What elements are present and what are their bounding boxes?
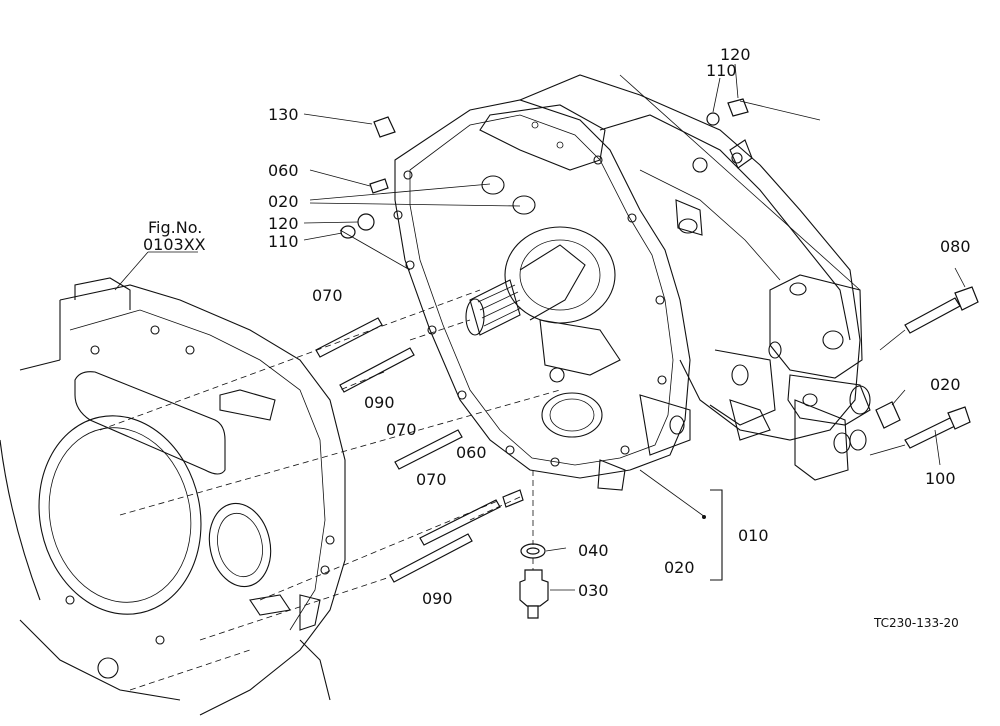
- callout-040: 040: [578, 541, 609, 560]
- callout-110: 110: [706, 61, 737, 80]
- drawing-code: TC230-133-20: [873, 616, 959, 630]
- callout-030: 030: [578, 581, 609, 600]
- flywheel-housing-drawing: [0, 277, 346, 716]
- callout-090: 090: [364, 393, 395, 412]
- callout-060: 060: [456, 443, 487, 462]
- callout-020: 020: [268, 192, 299, 211]
- callout-070: 070: [416, 470, 447, 489]
- loose-parts: [315, 98, 979, 619]
- callout-010: 010: [738, 526, 769, 545]
- callout-numbers: 130 060 020 120 110 110 120 080 020 100 …: [268, 45, 971, 608]
- figure-ref-line1: Fig.No.: [148, 218, 202, 237]
- leader-lines: [99, 63, 966, 691]
- reference-labels: Fig.No. 0103XX TC230-133-20: [143, 218, 959, 630]
- callout-020: 020: [930, 375, 961, 394]
- transmission-case-drawing: [393, 74, 871, 491]
- callout-080: 080: [940, 237, 971, 256]
- callout-060: 060: [268, 161, 299, 180]
- callout-070: 070: [386, 420, 417, 439]
- callout-130: 130: [268, 105, 299, 124]
- callout-120: 120: [720, 45, 751, 64]
- callout-100: 100: [925, 469, 956, 488]
- callout-070: 070: [312, 286, 343, 305]
- figure-ref-line2: 0103XX: [143, 235, 206, 254]
- callout-020: 020: [664, 558, 695, 577]
- callout-090: 090: [422, 589, 453, 608]
- callout-120: 120: [268, 214, 299, 233]
- callout-110: 110: [268, 232, 299, 251]
